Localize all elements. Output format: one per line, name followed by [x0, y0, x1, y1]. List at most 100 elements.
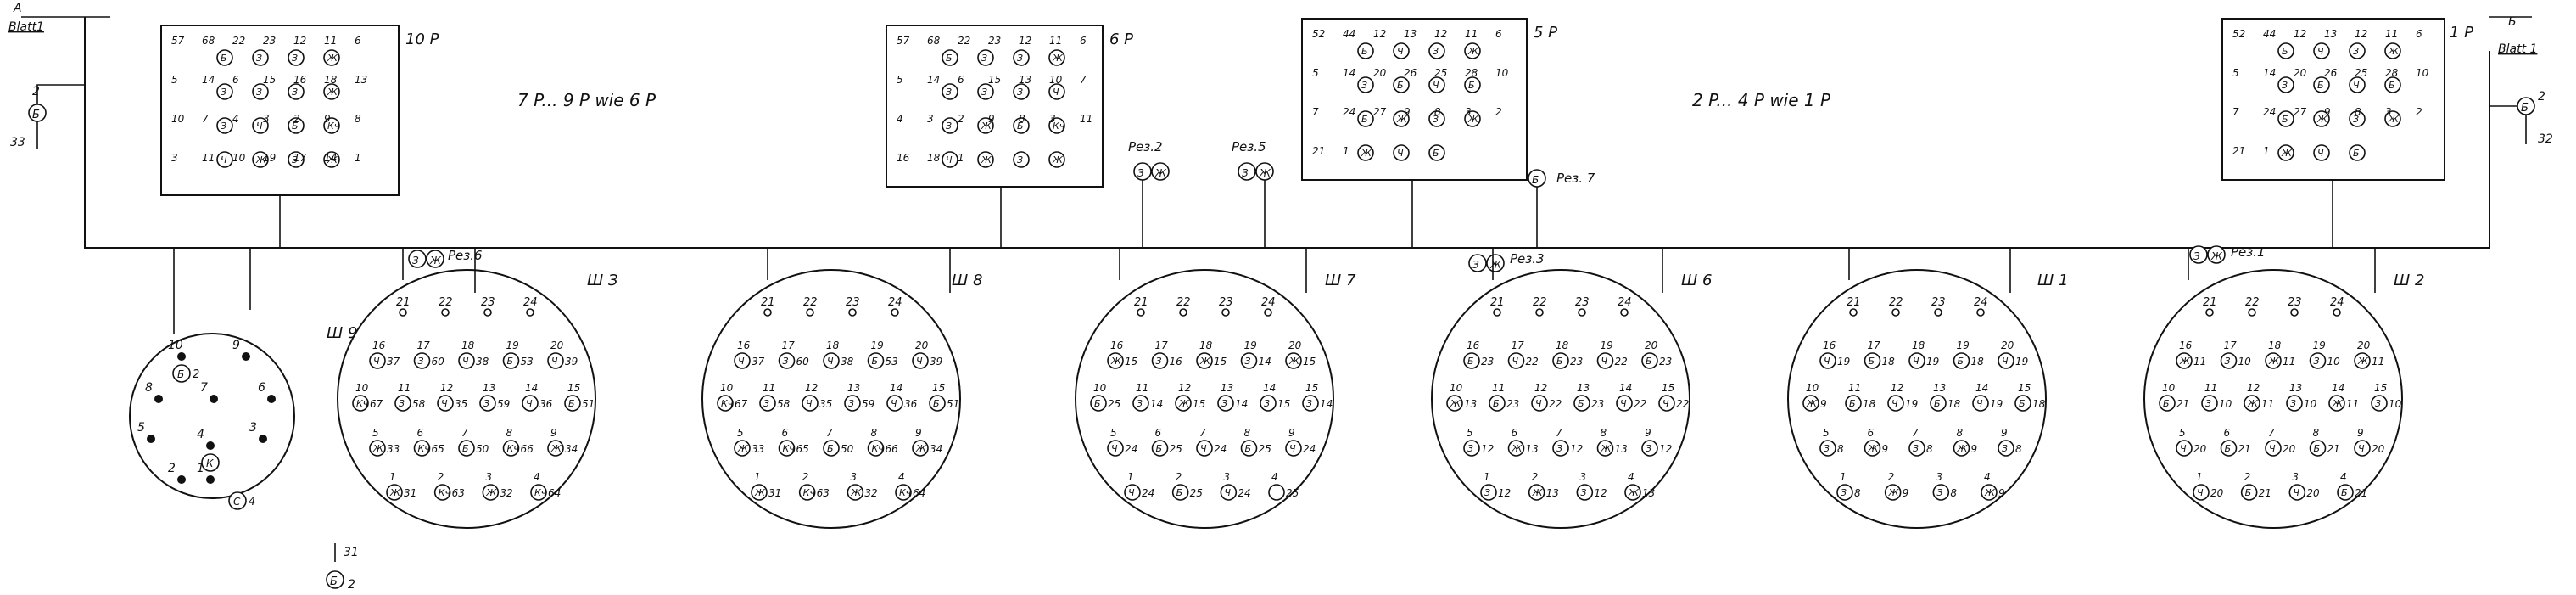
pin-dot: [177, 475, 186, 484]
pin-code: Ж: [1628, 487, 1640, 498]
pin-label: 13: [1221, 382, 1233, 394]
pin-label: 6: [1155, 427, 1162, 439]
pin-label: 20: [2001, 340, 2014, 351]
pin-code-ring: [895, 484, 912, 501]
pin-code: З: [2225, 356, 2231, 367]
pin-code-ring: [778, 440, 796, 457]
panel-pin-number: 6: [1080, 35, 1087, 47]
panel-pin-ring: [1357, 110, 1374, 127]
panel-pin-code: З: [1017, 53, 1023, 64]
panel-pin-ring: [977, 83, 994, 100]
pin-code: Ж: [1532, 487, 1544, 498]
pin-target: 18: [1947, 398, 1961, 410]
pin-code: Ж: [2247, 398, 2259, 409]
panel-pin-code: Б: [2353, 148, 2360, 159]
pin-code-ring: [1641, 440, 1658, 457]
panel-pin-ring: [2384, 42, 2401, 59]
svg-text:Ж: Ж: [1489, 259, 1502, 271]
panel-pin-ring: [1428, 76, 1445, 93]
pin-code-ring: [1908, 352, 1925, 369]
pin-label: 14: [1263, 382, 1276, 394]
pin-label: 4: [197, 428, 204, 441]
pin-code-ring: [734, 440, 751, 457]
panel-pin-ring: [1013, 49, 1030, 66]
pin-target: 14: [1259, 356, 1271, 368]
connector-outline: [1431, 269, 1690, 529]
panel-pin-number: 5: [171, 74, 178, 86]
panel-pin-ring: [1393, 76, 1410, 93]
pin-target: 15: [1277, 398, 1290, 410]
pin-code-ring: [1151, 352, 1169, 369]
panel-pin-ring: [977, 117, 994, 134]
panel-1p: 1 P: [2221, 18, 2473, 181]
pin-label: 17: [1868, 340, 1881, 351]
connector-label: Ш 2: [2394, 272, 2424, 289]
pin-code: Б: [1156, 443, 1163, 454]
pin-target: 19: [1926, 356, 1939, 368]
pin-target: 25: [1286, 487, 1299, 499]
panel-pin-number: 27: [1373, 106, 1387, 118]
pin-target: 50: [476, 443, 489, 455]
panel-pin-number: 7: [202, 113, 209, 125]
pin-label: 17: [2224, 340, 2238, 351]
panel-pin-code: Ж: [255, 154, 267, 166]
pin-target: 9: [1971, 443, 1978, 455]
pin-label: 13: [2289, 382, 2302, 394]
pin-target: 21: [2259, 487, 2271, 499]
pin-label: 24: [1974, 296, 1988, 309]
pin-label: 22: [2245, 296, 2260, 309]
panel-pin-number: 17: [293, 152, 307, 164]
pin-code-ring: [1175, 395, 1192, 412]
panel-pin-number: 2: [958, 113, 964, 125]
pin-empty: [848, 308, 857, 317]
pin-code-ring: [564, 395, 581, 412]
panel-pin-number: 1: [2263, 145, 2270, 157]
pin-label: 8: [1957, 427, 1964, 439]
pin-code: Ж: [550, 443, 562, 454]
pin-target: 67: [735, 398, 748, 410]
pin-target: 10: [2389, 398, 2402, 410]
pin-label: 13: [1933, 382, 1946, 394]
panel-pin-number: 16: [293, 74, 307, 86]
pin-code-ring: [228, 491, 247, 510]
svg-text:З: З: [2193, 250, 2200, 262]
pin-code: Ч: [891, 398, 897, 409]
pin-label: 2: [2244, 471, 2251, 483]
pin-code-ring: [502, 440, 520, 457]
panel-pin-ring: [323, 49, 340, 66]
svg-text:31: 31: [344, 546, 359, 559]
pin-label: 7: [200, 381, 208, 395]
pin-target: 36: [539, 398, 553, 410]
pin-label: 17: [417, 340, 431, 351]
pin-label: 2: [438, 471, 444, 483]
pin-target: 24: [1125, 443, 1137, 455]
bottom-ref: 31 Б 2: [326, 543, 359, 592]
pin-code: Ж: [2332, 398, 2344, 409]
pin-code-ring: [413, 352, 431, 369]
pin-code: Ж: [850, 487, 862, 498]
pin-code-ring: [1930, 395, 1947, 412]
pin-code: Ж: [1984, 487, 1996, 498]
pin-code: Б: [1869, 356, 1875, 367]
pin-label: 7: [1199, 427, 1206, 439]
panel-pin-code: Ж: [2281, 148, 2293, 159]
pin-code: Б: [933, 398, 940, 409]
panel-pin-code: З: [981, 53, 987, 64]
pin-label: 18: [1912, 340, 1925, 351]
pin-label: 3: [485, 471, 492, 483]
pin-label: 19: [871, 340, 884, 351]
pin-code-ring: [413, 440, 431, 457]
svg-text:Ж: Ж: [1259, 167, 1271, 179]
panel-pin-ring: [1464, 76, 1481, 93]
pin-code-ring: [1480, 484, 1497, 501]
panel-pin-code: З: [981, 87, 987, 98]
pin-code: Ч: [1891, 398, 1898, 409]
pin-label: 20: [2357, 340, 2371, 351]
pin-code: Ч: [1824, 356, 1830, 367]
pin-label: 16: [1823, 340, 1836, 351]
pin-target: 12: [1570, 443, 1583, 455]
panel-pin-number: 3: [2385, 106, 2392, 118]
pin-code: Б: [1934, 398, 1941, 409]
pin-target: 13: [1642, 487, 1655, 499]
